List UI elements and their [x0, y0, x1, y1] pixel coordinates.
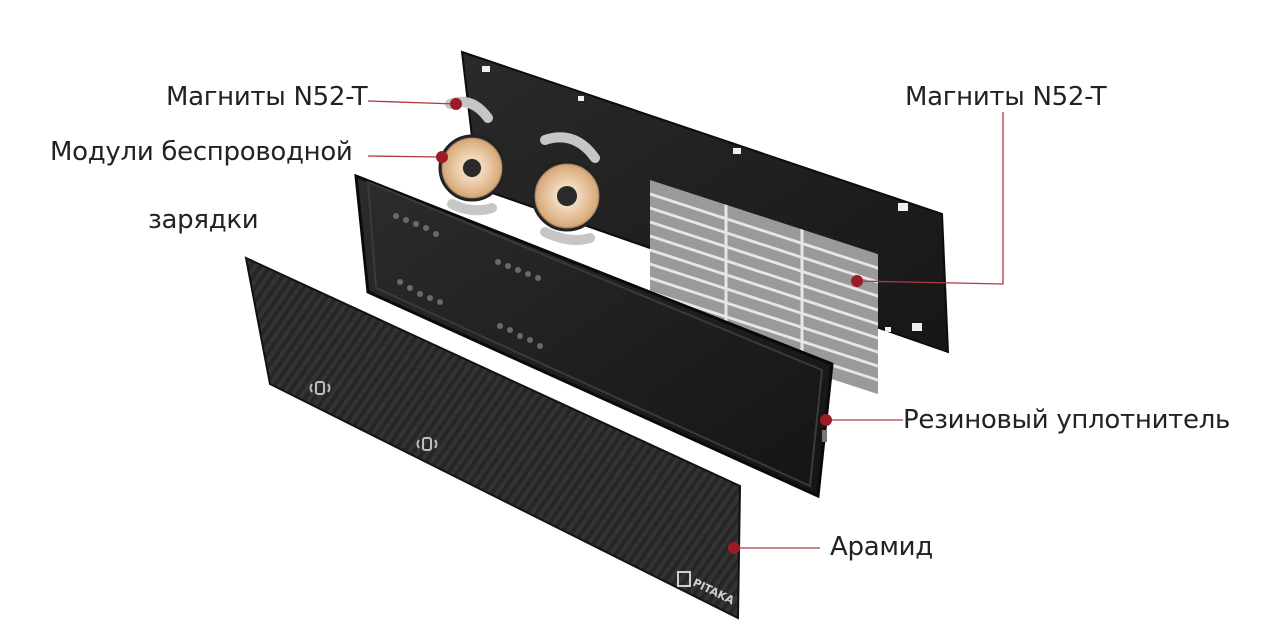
label-magnets-left: Магниты N52-T	[166, 82, 368, 112]
wireless-coil	[531, 160, 603, 232]
callout-line-wireless	[367, 155, 443, 158]
magnet-array-right	[650, 180, 878, 395]
callout-dot	[728, 542, 740, 554]
label-wireless-line2: зарядки	[148, 205, 259, 235]
label-wireless-line1: Модули беспроводной	[50, 137, 353, 167]
callouts	[367, 100, 1004, 549]
wireless-coil	[438, 134, 506, 202]
port-slot	[822, 430, 827, 442]
mount-hole	[482, 66, 490, 72]
label-rubber-seal: Резиновый уплотнитель	[903, 405, 1231, 435]
wireless-charge-icon	[416, 437, 438, 451]
callout-dot	[436, 151, 448, 163]
mount-hole	[912, 323, 922, 331]
callout-line-magnets-right	[856, 112, 1004, 285]
label-magnets-right: Магниты N52-T	[905, 82, 1107, 112]
mount-hole	[885, 327, 891, 332]
mount-hole	[733, 148, 741, 154]
wireless-charge-icon	[309, 381, 331, 395]
callout-dot	[450, 98, 462, 110]
mount-hole	[578, 96, 584, 101]
mount-hole	[898, 203, 908, 211]
callout-dot	[851, 275, 863, 287]
label-aramid: Арамид	[830, 532, 933, 562]
brand-logo-icon	[677, 571, 691, 587]
callout-dot	[820, 414, 832, 426]
callout-line-magnets-left	[367, 100, 457, 105]
middle-frame	[354, 173, 834, 499]
